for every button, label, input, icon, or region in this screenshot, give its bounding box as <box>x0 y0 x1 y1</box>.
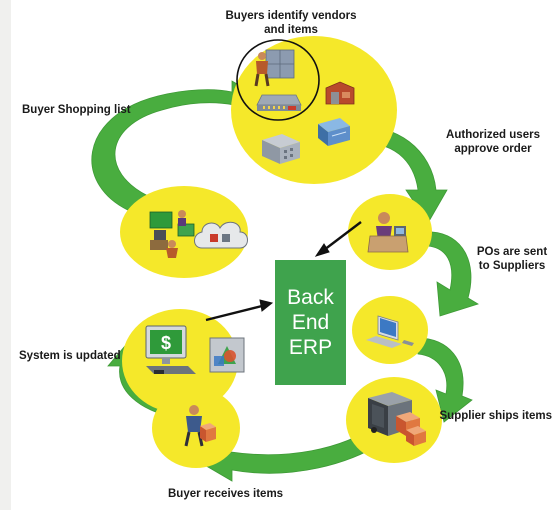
label-pos-sent-line2: to Suppliers <box>478 260 546 272</box>
computer-monitor-icon <box>366 315 414 348</box>
warehouse-icon <box>325 81 355 105</box>
label-approve-line1: Authorized users <box>446 129 540 141</box>
back-end-erp-box: Back End ERP <box>275 260 346 385</box>
label-pos-sent-line1: POs are sent <box>476 246 548 258</box>
selection-ring <box>236 39 320 121</box>
router-icon <box>256 94 302 111</box>
arrow-approve-to-clerk <box>353 126 448 224</box>
label-system-updated: System is updated <box>19 350 121 362</box>
label-buyer-receives: Buyer receives items <box>168 488 284 500</box>
erp-line-3: ERP <box>288 336 333 359</box>
label-identify-line2: and items <box>264 24 318 36</box>
label-approve-line2: approve order <box>454 143 532 155</box>
delivery-person-icon <box>184 405 216 447</box>
shapes-document-icon <box>209 337 245 373</box>
arrow-clerk-to-monitor <box>427 231 479 317</box>
label-approve: Authorized users approve order <box>434 128 552 156</box>
network-users-icon <box>149 210 195 258</box>
server-rack-icon <box>318 118 350 146</box>
label-identify-line1: Buyers identify vendors <box>225 10 357 22</box>
label-identify: Buyers identify vendors and items <box>208 9 374 37</box>
label-pos-sent: POs are sent to Suppliers <box>472 245 552 273</box>
parcel-boxes-icon <box>396 412 426 446</box>
clerk-at-desk-icon <box>367 212 409 253</box>
label-shopping-list: Buyer Shopping list <box>22 104 131 116</box>
building-icon <box>262 134 300 164</box>
erp-line-1: Back <box>287 286 334 309</box>
worker-with-boxes-icon <box>254 49 295 87</box>
connector-arrows <box>205 221 362 322</box>
arrow-monitor-to-truck <box>417 337 473 423</box>
left-margin-strip <box>0 0 11 510</box>
erp-line-2: End <box>291 311 330 334</box>
dollar-monitor-icon: $ <box>145 325 196 374</box>
cloud-network-icon <box>194 221 248 249</box>
svg-text:$: $ <box>161 333 171 353</box>
label-supplier-ships: Supplier ships items <box>439 410 552 422</box>
circle-identify <box>231 36 397 184</box>
